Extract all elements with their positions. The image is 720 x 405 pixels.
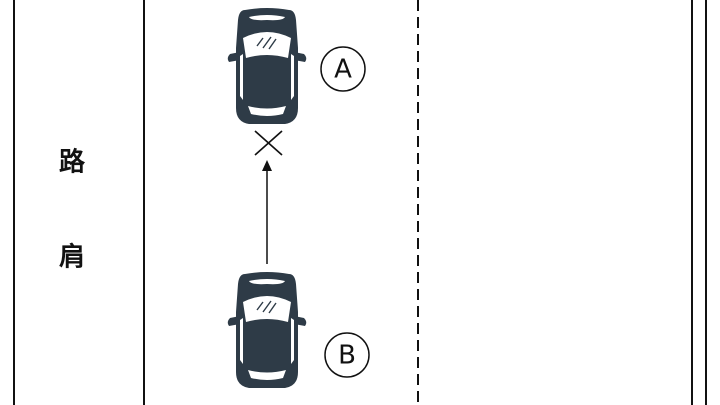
car-b-icon: [227, 271, 307, 389]
shoulder-label-char-1: 路: [59, 147, 86, 178]
car-a-letter: A: [334, 55, 352, 85]
arrow-up-icon: [262, 160, 272, 264]
car-b-label: B: [324, 332, 370, 378]
x-mark-icon: [254, 130, 283, 156]
shoulder-label-char-2: 肩: [59, 242, 85, 273]
car-a-icon: [227, 7, 307, 125]
car-a-label: A: [320, 46, 366, 92]
car-b-letter: B: [338, 341, 356, 371]
